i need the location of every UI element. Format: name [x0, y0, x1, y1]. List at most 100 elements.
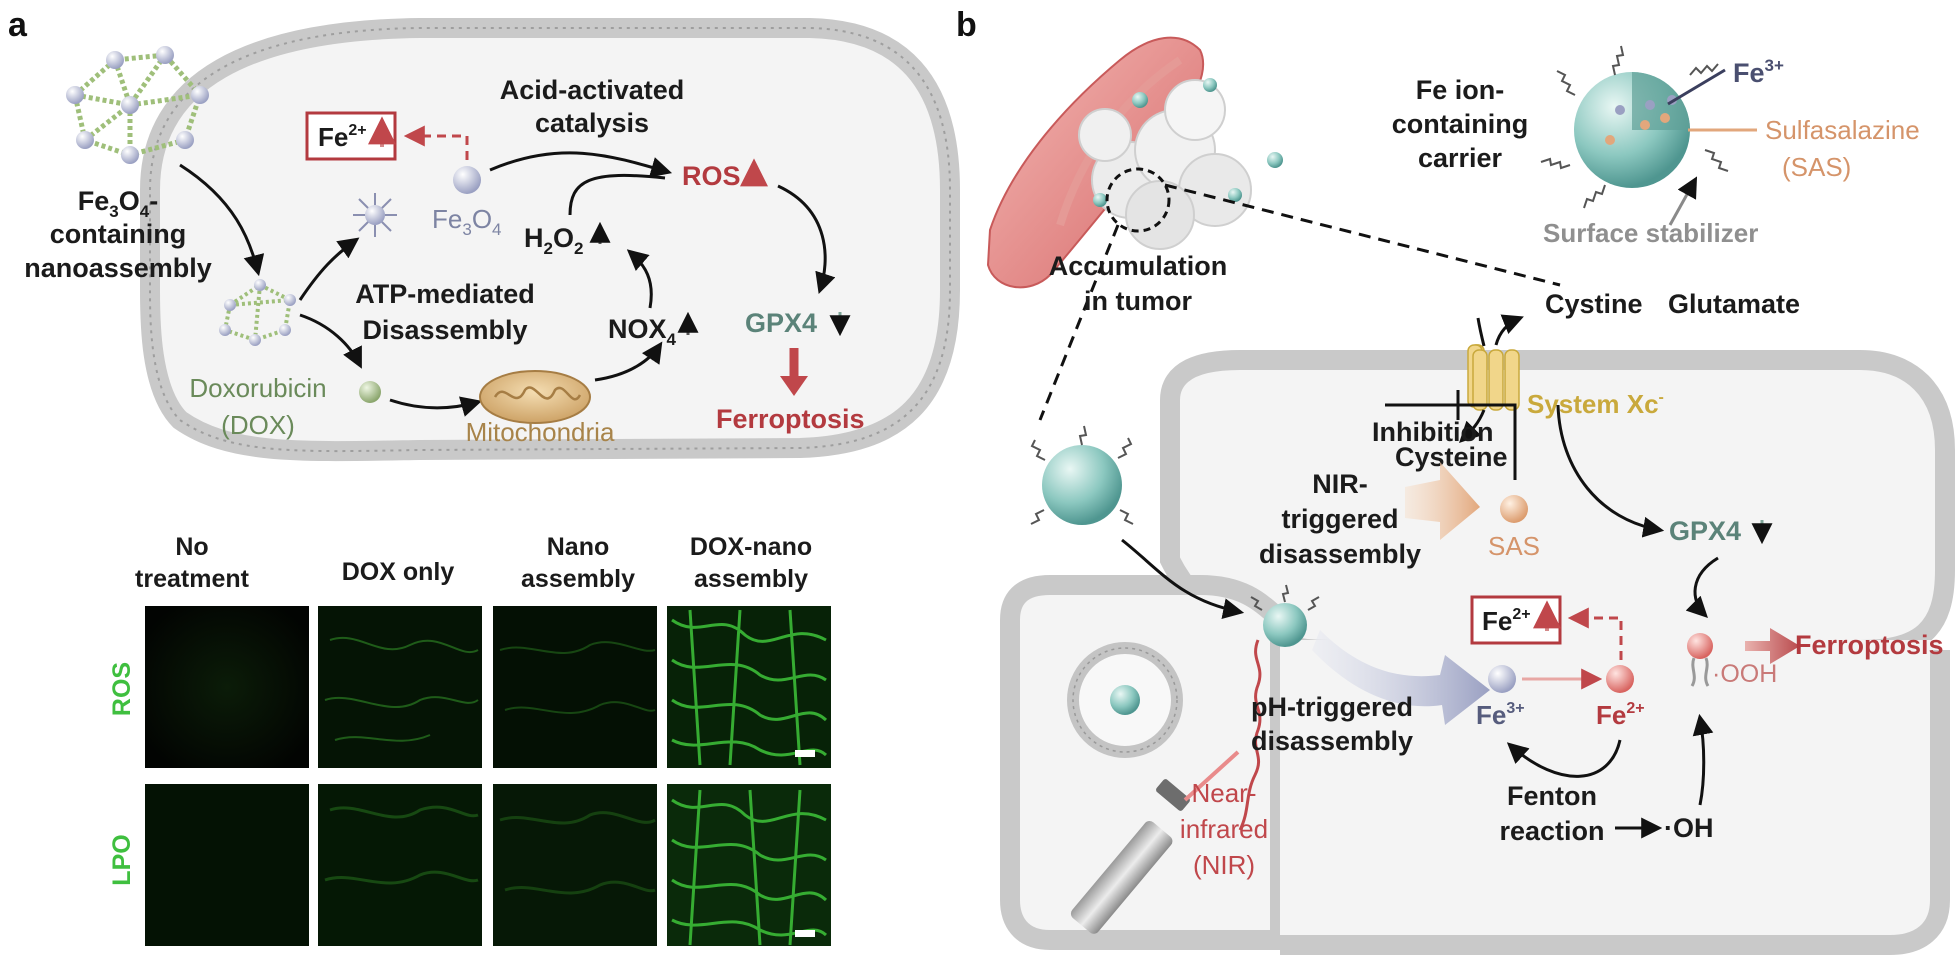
- arrow-catalysis-to-ros: [489, 151, 673, 178]
- mitochondria-icon: [479, 370, 591, 424]
- zoom-line-left: [1038, 224, 1120, 421]
- micrograph-lpo-no-treatment: [145, 784, 309, 946]
- arrow-cysteine-to-gpx4: [1556, 404, 1665, 538]
- carrier-particle-small-icon: [1250, 584, 1320, 647]
- accumulation-label-line2: in tumor: [1084, 286, 1192, 316]
- arrow-carrier-uptake: [1121, 538, 1245, 619]
- tumor-cluster-icon: [1078, 78, 1283, 250]
- fe2-ion-label: Fe2+: [1596, 700, 1645, 730]
- arrow-to-dox: [299, 313, 362, 369]
- system-xc-label: System Xc-: [1527, 389, 1664, 419]
- dox-molecule-icon: [359, 381, 381, 403]
- fe3o4-carrier-label-line1: Fe3O4-: [78, 186, 158, 221]
- fe2-ion-icon: [1606, 665, 1634, 693]
- nir-release-arrow: [1405, 462, 1480, 540]
- ph-release-arrow: [1312, 630, 1490, 725]
- zoom-line-right: [1164, 183, 1561, 287]
- micrograph-ros-nano: [493, 606, 657, 768]
- scale-bar-lpo: [795, 930, 815, 937]
- ros-label-a: ROS: [682, 161, 741, 191]
- nir-label-line3: (NIR): [1193, 850, 1255, 880]
- accumulation-label-line1: Accumulation: [1049, 251, 1228, 281]
- gpx4-label-b: GPX4: [1669, 516, 1741, 546]
- nir-disassembly-line3: disassembly: [1259, 539, 1421, 569]
- sas-carrier-label-line1: Sulfasalazine: [1765, 115, 1920, 145]
- fe3o4-carrier-label-line2: containing: [50, 219, 187, 249]
- arrow-ros-to-gpx4: [777, 184, 836, 294]
- arrow-h2o2-to-ros: [568, 173, 666, 216]
- row-label-lpo: LPO: [108, 834, 136, 885]
- nir-disassembly-line2: triggered: [1281, 504, 1398, 534]
- micrograph-grid: [145, 606, 831, 946]
- mitochondria-label: Mitochondria: [466, 417, 615, 447]
- arrow-uptake: [179, 163, 265, 277]
- arrow-glutamate-out: [1494, 314, 1524, 346]
- fe3-ion-icon: [1488, 665, 1516, 693]
- arrow-cysteine-in: [1459, 409, 1486, 443]
- ferroptosis-label-a: Ferroptosis: [716, 404, 865, 434]
- hydroxyl-radical-label: ·OH: [1664, 813, 1714, 843]
- column-header-no-treatment-line2: treatment: [135, 565, 250, 593]
- micrograph-ros-no-treatment: [145, 606, 309, 768]
- small-nanoassembly-icon: [219, 279, 296, 346]
- nir-disassembly-line1: NIR-: [1312, 469, 1368, 499]
- nanoassembly-network-icon: [66, 46, 209, 164]
- ph-disassembly-line2: disassembly: [1251, 726, 1413, 756]
- lipid-peroxide-icon: [1687, 633, 1713, 687]
- arrow-nox4-to-h2o2: [626, 249, 653, 309]
- carrier-particle-large-icon: [1030, 425, 1134, 525]
- fe-release-dashed-arrow-a: [403, 125, 469, 160]
- doxorubicin-label-line1: Doxorubicin: [189, 373, 326, 403]
- stabilizer-pointer: [1668, 176, 1698, 226]
- ligand-particle-icon: [353, 193, 397, 237]
- scale-bar-ros: [795, 750, 815, 757]
- nir-label-line1: Near-: [1191, 778, 1256, 808]
- column-header-nano-assembly-line1: Nano: [547, 533, 610, 561]
- micrograph-lpo-nano: [493, 784, 657, 946]
- atp-disassembly-line2: Disassembly: [362, 315, 527, 345]
- column-header-nano-assembly-line2: assembly: [521, 565, 635, 593]
- liposome-icon: [1067, 642, 1183, 758]
- system-xc-icon: [1472, 349, 1520, 411]
- fe-carrier-particle-icon: [1540, 45, 1729, 209]
- column-header-dox-only: DOX only: [342, 558, 455, 586]
- fe3o4-particle: [453, 166, 481, 194]
- arrow-fenton-cycle: [1506, 739, 1622, 778]
- arrow-dox-to-mito: [389, 396, 483, 417]
- arrow-mito-to-nox4: [594, 341, 663, 382]
- sas-molecule-icon: [1500, 495, 1528, 523]
- cysteine-label: Cysteine: [1395, 442, 1508, 472]
- fe2-badge-a-text: Fe2+: [318, 122, 367, 152]
- arrow-oh-to-lipid: [1692, 713, 1714, 806]
- atp-disassembly-line1: ATP-mediated: [355, 279, 535, 309]
- cystine-label: Cystine: [1545, 289, 1643, 319]
- gpx4-label-a: GPX4: [745, 308, 817, 338]
- panel-b-letter: b: [956, 6, 977, 44]
- doxorubicin-label-line2: (DOX): [221, 410, 295, 440]
- fe3o4-carrier-label-line3: nanoassembly: [24, 253, 212, 283]
- fe2-badge-b-text: Fe2+: [1482, 606, 1531, 636]
- ferroptosis-arrow-b: [1745, 628, 1800, 664]
- peroxyl-radical-label: ·OOH: [1712, 660, 1777, 688]
- micrograph-ros-dox-only: [318, 606, 482, 768]
- h2o2-label: H2O2: [524, 223, 583, 258]
- acid-catalysis-line1: Acid-activated: [500, 75, 685, 105]
- glutamate-label: Glutamate: [1668, 289, 1800, 319]
- carrier-label-line1: Fe ion-: [1416, 75, 1505, 105]
- column-header-dox-nano-line2: assembly: [694, 565, 808, 593]
- fenton-line2: reaction: [1499, 816, 1604, 846]
- fe3o4-label: Fe3O4: [432, 204, 502, 239]
- carrier-label-line2: containing: [1392, 109, 1529, 139]
- inhibition-label: Inhibition: [1372, 417, 1493, 447]
- arrow-gpx4-to-lipid: [1685, 556, 1719, 618]
- ph-disassembly-line1: pH-triggered: [1251, 692, 1413, 722]
- nir-label-line2: infrared: [1180, 814, 1268, 844]
- fe3-ion-label: Fe3+: [1476, 700, 1525, 730]
- sas-carrier-label-line2: (SAS): [1782, 152, 1851, 182]
- column-header-no-treatment-line1: No: [175, 533, 208, 561]
- laser-pointer-icon: [1070, 750, 1240, 934]
- column-header-dox-nano-line1: DOX-nano: [690, 533, 812, 561]
- surface-stabilizer-label: Surface stabilizer: [1543, 218, 1758, 248]
- sas-label: SAS: [1488, 531, 1540, 561]
